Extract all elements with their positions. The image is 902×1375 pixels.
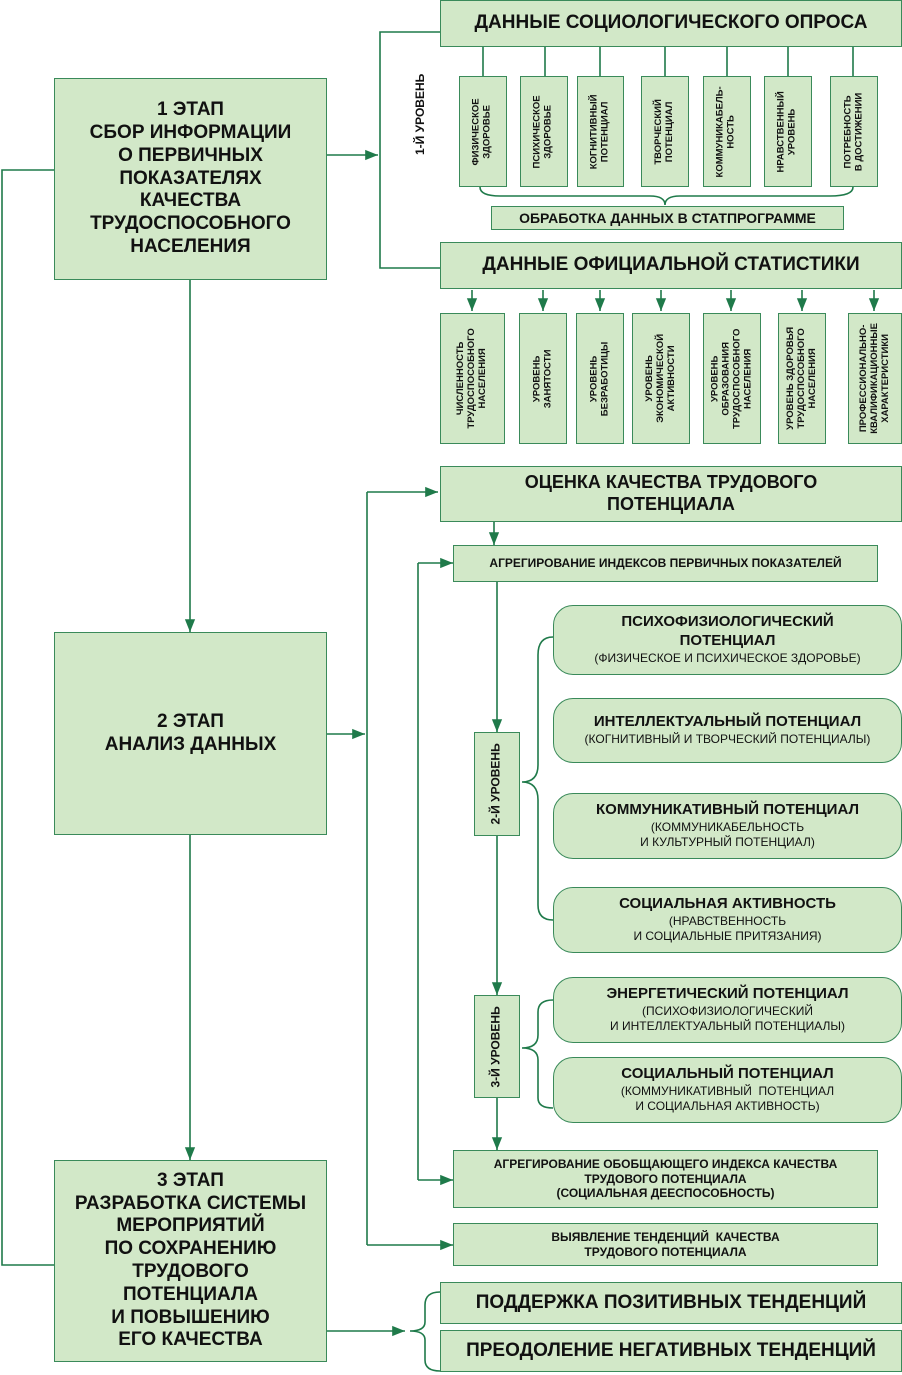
stage-2-box: 2 ЭТАП АНАЛИЗ ДАННЫХ <box>54 632 327 835</box>
official-stats-header: ДАННЫЕ ОФИЦИАЛЬНОЙ СТАТИСТИКИ <box>440 242 902 289</box>
official-item-text: УРОВЕНЬ ЗДОРОВЬЯ ТРУДОСПОСОБНОГО НАСЕЛЕН… <box>784 327 818 430</box>
survey-header: ДАННЫЕ СОЦИОЛОГИЧЕСКОГО ОПРОСА <box>440 0 902 47</box>
official-item-text: УРОВЕНЬ ОБРАЗОВАНИЯ ТРУДОСПОСОБНОГО НАСЕ… <box>709 328 753 429</box>
official-item: УРОВЕНЬ ЗДОРОВЬЯ ТРУДОСПОСОБНОГО НАСЕЛЕН… <box>778 313 826 444</box>
survey-item-text: ТВОРЧЕСКИЙ ПОТЕНЦИАЛ <box>653 98 676 165</box>
feedback-line <box>1 169 54 1266</box>
level2-card-sub: (НРАВСТВЕННОСТЬ И СОЦИАЛЬНЫЕ ПРИТЯЗАНИЯ) <box>633 913 822 944</box>
official-item-text: ПРОФЕССИОНАЛЬНО- КВАЛИФИКАЦИОННЫЕ ХАРАКТ… <box>857 323 891 434</box>
outcome-positive-box: ПОДДЕРЖКА ПОЗИТИВНЫХ ТЕНДЕНЦИЙ <box>440 1282 902 1324</box>
survey-item: КОММУНИКАБЕЛЬ- НОСТЬ <box>703 76 751 187</box>
level-2-text: 2-Й УРОВЕНЬ <box>489 743 504 825</box>
stage-1-box: 1 ЭТАП СБОР ИНФОРМАЦИИ О ПЕРВИЧНЫХ ПОКАЗ… <box>54 78 327 280</box>
survey-item: ПСИХИЧЕСКОЕ ЗДОРОВЬЕ <box>520 76 568 187</box>
survey-item-text: КОММУНИКАБЕЛЬ- НОСТЬ <box>715 85 738 178</box>
official-item: УРОВЕНЬ ОБРАЗОВАНИЯ ТРУДОСПОСОБНОГО НАСЕ… <box>703 313 761 444</box>
survey-item: ТВОРЧЕСКИЙ ПОТЕНЦИАЛ <box>641 76 689 187</box>
stat-processing-box: ОБРАБОТКА ДАННЫХ В СТАТПРОГРАММЕ <box>491 206 844 230</box>
level2-card-title: СОЦИАЛЬНАЯ АКТИВНОСТЬ <box>619 895 836 913</box>
stage-3-box: 3 ЭТАП РАЗРАБОТКА СИСТЕМЫ МЕРОПРИЯТИЙ ПО… <box>54 1160 327 1362</box>
aggregate-overall-box: АГРЕГИРОВАНИЕ ОБОБЩАЮЩЕГО ИНДЕКСА КАЧЕСТ… <box>453 1150 878 1208</box>
survey-item-text: ПСИХИЧЕСКОЕ ЗДОРОВЬЕ <box>532 94 555 169</box>
survey-item-text: КОГНИТИВНЫЙ ПОТЕНЦИАЛ <box>588 94 611 169</box>
survey-item: КОГНИТИВНЫЙ ПОТЕНЦИАЛ <box>577 76 624 187</box>
level2-card: ПСИХОФИЗИОЛОГИЧЕСКИЙ ПОТЕНЦИАЛ (ФИЗИЧЕСК… <box>553 605 902 675</box>
level2-card: СОЦИАЛЬНАЯ АКТИВНОСТЬ (НРАВСТВЕННОСТЬ И … <box>553 887 902 953</box>
level3-card-sub: (ПСИХОФИЗИОЛОГИЧЕСКИЙ И ИНТЕЛЛЕКТУАЛЬНЫЙ… <box>610 1003 845 1034</box>
official-item-text: УРОВЕНЬ БЕЗРАБОТИЦЫ <box>588 341 611 416</box>
level3-card-sub: (КОММУНИКАТИВНЫЙ ПОТЕНЦИАЛ И СОЦИАЛЬНАЯ … <box>620 1083 835 1114</box>
level-2-box: 2-Й УРОВЕНЬ <box>474 732 520 836</box>
bracket-data <box>379 31 440 269</box>
official-item: УРОВЕНЬ ЗАНЯТОСТИ <box>519 313 567 444</box>
official-item: УРОВЕНЬ БЕЗРАБОТИЦЫ <box>576 313 624 444</box>
level3-card-title: ЭНЕРГЕТИЧЕСКИЙ ПОТЕНЦИАЛ <box>606 985 849 1003</box>
brace-survey <box>479 186 854 206</box>
official-item-text: УРОВЕНЬ ЭКОНОМИЧЕСКОЙ АКТИВНОСТИ <box>643 334 677 423</box>
survey-item-text: ФИЗИЧЕСКОЕ ЗДОРОВЬЕ <box>471 97 493 166</box>
brace-level2 <box>521 636 554 921</box>
official-item: УРОВЕНЬ ЭКОНОМИЧЕСКОЙ АКТИВНОСТИ <box>632 313 690 444</box>
assessment-header: ОЦЕНКА КАЧЕСТВА ТРУДОВОГО ПОТЕНЦИАЛА <box>440 466 902 522</box>
official-item: ПРОФЕССИОНАЛЬНО- КВАЛИФИКАЦИОННЫЕ ХАРАКТ… <box>848 313 902 444</box>
level2-card-title: КОММУНИКАТИВНЫЙ ПОТЕНЦИАЛ <box>596 801 859 819</box>
brace-outcomes <box>409 1291 441 1372</box>
official-item-text: УРОВЕНЬ ЗАНЯТОСТИ <box>531 349 553 408</box>
level-1-text: 1-Й УРОВЕНЬ <box>413 73 427 155</box>
survey-item: НРАВСТВЕННЫЙ УРОВЕНЬ <box>764 76 812 187</box>
level2-card-title: ПСИХОФИЗИОЛОГИЧЕСКИЙ ПОТЕНЦИАЛ <box>621 613 834 650</box>
official-item: ЧИСЛЕННОСТЬ ТРУДОСПОСОБНОГО НАСЕЛЕНИЯ <box>440 313 505 444</box>
level2-card-title: ИНТЕЛЛЕКТУАЛЬНЫЙ ПОТЕНЦИАЛ <box>593 713 862 731</box>
level3-card-title: СОЦИАЛЬНЫЙ ПОТЕНЦИАЛ <box>621 1065 834 1083</box>
brace-level3 <box>521 999 554 1109</box>
level2-card-sub: (ФИЗИЧЕСКОЕ И ПСИХИЧЕСКОЕ ЗДОРОВЬЕ) <box>594 650 861 665</box>
level-1-label: 1-Й УРОВЕНЬ <box>400 74 440 155</box>
level2-card: КОММУНИКАТИВНЫЙ ПОТЕНЦИАЛ (КОММУНИКАБЕЛЬ… <box>553 793 902 859</box>
official-item-text: ЧИСЛЕННОСТЬ ТРУДОСПОСОБНОГО НАСЕЛЕНИЯ <box>455 328 488 429</box>
survey-item: ПОТРЕБНОСТЬ В ДОСТИЖЕНИИ <box>830 76 878 187</box>
survey-item-text: НРАВСТВЕННЫЙ УРОВЕНЬ <box>776 90 799 173</box>
level3-card: ЭНЕРГЕТИЧЕСКИЙ ПОТЕНЦИАЛ (ПСИХОФИЗИОЛОГИ… <box>553 977 902 1043</box>
level3-card: СОЦИАЛЬНЫЙ ПОТЕНЦИАЛ (КОММУНИКАТИВНЫЙ ПО… <box>553 1057 902 1123</box>
trends-box: ВЫЯВЛЕНИЕ ТЕНДЕНЦИЙ КАЧЕСТВА ТРУДОВОГО П… <box>453 1223 878 1266</box>
level2-card-sub: (КОГНИТИВНЫЙ И ТВОРЧЕСКИЙ ПОТЕНЦИАЛЫ) <box>584 732 871 747</box>
aggregate-primary-box: АГРЕГИРОВАНИЕ ИНДЕКСОВ ПЕРВИЧНЫХ ПОКАЗАТ… <box>453 545 878 582</box>
outcome-negative-box: ПРЕОДОЛЕНИЕ НЕГАТИВНЫХ ТЕНДЕНЦИЙ <box>440 1330 902 1372</box>
survey-item: ФИЗИЧЕСКОЕ ЗДОРОВЬЕ <box>459 76 507 187</box>
level-3-text: 3-Й УРОВЕНЬ <box>489 1005 504 1088</box>
survey-item-text: ПОТРЕБНОСТЬ В ДОСТИЖЕНИИ <box>842 92 865 171</box>
level2-card-sub: (КОММУНИКАБЕЛЬНОСТЬ И КУЛЬТУРНЫЙ ПОТЕНЦИ… <box>640 819 815 850</box>
level2-card: ИНТЕЛЛЕКТУАЛЬНЫЙ ПОТЕНЦИАЛ (КОГНИТИВНЫЙ … <box>553 698 902 763</box>
level-3-box: 3-Й УРОВЕНЬ <box>474 995 520 1098</box>
